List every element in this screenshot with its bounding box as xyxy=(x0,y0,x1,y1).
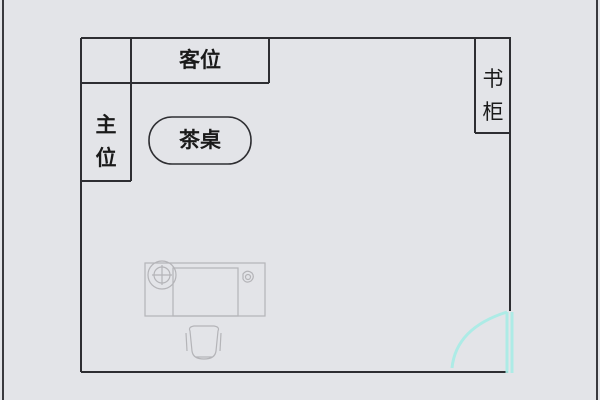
bookcase-label: 书 柜 xyxy=(481,63,505,128)
guest-seat-label: 客位 xyxy=(179,48,221,72)
tea-table-shape xyxy=(148,116,252,165)
bookcase-shape xyxy=(474,38,510,134)
guest-seat-shape xyxy=(81,38,270,181)
desk-chair-shape xyxy=(185,325,222,360)
host-seat-char-2: 位 xyxy=(95,145,117,170)
desk-shape xyxy=(144,260,266,317)
room-walls xyxy=(80,37,511,373)
outer-frame-left-line xyxy=(2,0,4,400)
bookcase-char-2: 柜 xyxy=(482,99,504,124)
outer-frame-right-line xyxy=(596,0,598,400)
bookcase-char-1: 书 xyxy=(482,67,504,91)
host-seat-label: 主 位 xyxy=(94,109,118,174)
door-shape xyxy=(450,310,514,373)
tea-table-label: 茶桌 xyxy=(179,128,221,152)
host-seat-char-1: 主 xyxy=(95,113,117,137)
